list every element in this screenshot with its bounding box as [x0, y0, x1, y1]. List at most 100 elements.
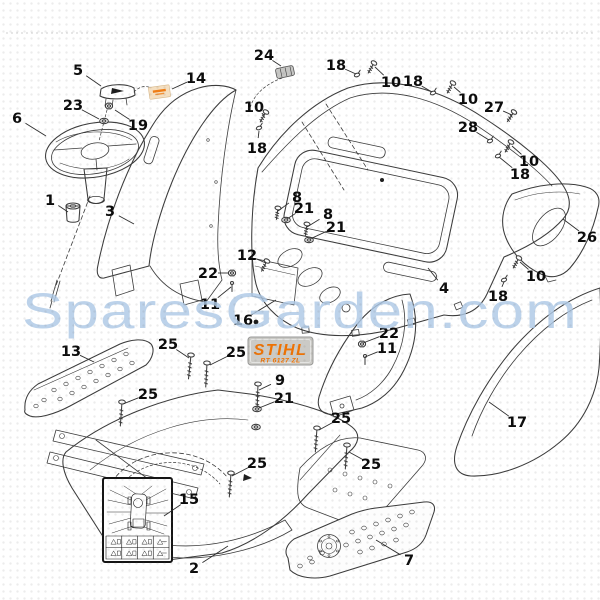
leader-line	[498, 156, 513, 169]
leader-line	[58, 205, 69, 213]
leader-line	[261, 112, 265, 116]
leader-line	[421, 85, 433, 93]
part-number-27: 27	[484, 100, 504, 116]
footplate-right-part	[285, 501, 435, 579]
part-number-18: 18	[488, 289, 508, 305]
leader-line	[318, 422, 333, 431]
part-number-18: 18	[247, 141, 267, 157]
badge-brand-text: STIHL	[254, 342, 308, 359]
leader-line	[344, 68, 357, 75]
part-number-10: 10	[519, 154, 539, 170]
part-number-18: 18	[403, 74, 423, 90]
leader-line	[25, 122, 47, 137]
part-number-21: 21	[294, 201, 314, 217]
part-number-25: 25	[247, 456, 267, 472]
part-number-10: 10	[381, 75, 401, 91]
part-number-25: 25	[361, 457, 381, 473]
part-number-24: 24	[254, 48, 274, 64]
leader-line	[256, 258, 267, 264]
leader-line	[309, 230, 328, 240]
leader-line	[511, 145, 522, 155]
leader-line	[277, 202, 290, 212]
part-number-17: 17	[507, 415, 527, 431]
leader-line	[79, 354, 95, 363]
part-number-28: 28	[458, 120, 478, 136]
stihl-badge: STIHL RT 6127 ZL	[247, 336, 314, 366]
part-number-18: 18	[326, 58, 346, 74]
component-24-part	[249, 65, 295, 109]
leader-line	[453, 86, 461, 93]
leader-line	[122, 397, 139, 405]
side-cover-part	[502, 183, 600, 283]
part-number-16: 16	[233, 313, 253, 329]
leader-line	[85, 75, 102, 87]
leader-line	[258, 383, 272, 391]
leader-line	[375, 539, 401, 556]
leader-line	[251, 299, 277, 316]
leader-line	[176, 349, 190, 359]
part-number-2: 2	[189, 561, 199, 577]
warning-label-part	[102, 477, 173, 563]
leader-line	[562, 218, 580, 232]
leader-line	[286, 213, 296, 220]
badge-model-text: RT 6127 ZL	[260, 358, 300, 365]
part-number-21: 21	[274, 391, 294, 407]
part-number-13: 13	[61, 344, 81, 360]
part-number-22: 22	[198, 266, 218, 282]
leader-line	[362, 336, 380, 344]
part-number-21: 21	[326, 220, 346, 236]
part-number-19: 19	[128, 118, 148, 134]
part-number-26: 26	[577, 230, 597, 246]
footplate-left-part	[24, 339, 154, 418]
part-number-14: 14	[186, 71, 206, 87]
console-part	[96, 84, 237, 306]
leader-line	[502, 110, 513, 116]
mini-sticker-part	[148, 84, 171, 100]
part-number-3: 3	[105, 204, 115, 220]
part-number-10: 10	[458, 92, 478, 108]
part-number-8: 8	[292, 190, 302, 206]
leader-line	[257, 130, 260, 139]
part-number-25: 25	[331, 411, 351, 427]
body-panel-part	[251, 82, 570, 337]
part-number-11: 11	[200, 297, 220, 313]
part-number-8: 8	[323, 207, 333, 223]
watermark-text: SparesGarden.com	[22, 283, 578, 339]
part-number-11: 11	[377, 341, 397, 357]
part-number-18: 18	[510, 167, 530, 183]
part-number-22: 22	[379, 326, 399, 342]
leader-line	[217, 286, 232, 299]
steering-shaft-part	[49, 195, 91, 309]
callouts-group: 1234567889101010101011111213141516171818…	[12, 48, 597, 577]
leader-line	[306, 218, 320, 228]
leader-line	[202, 545, 229, 563]
part-number-5: 5	[73, 63, 83, 79]
leader-line	[364, 351, 378, 358]
leader-line	[488, 401, 510, 417]
leader-line	[81, 109, 100, 120]
part-number-25: 25	[138, 387, 158, 403]
part-number-10: 10	[526, 269, 546, 285]
part-number-12: 12	[237, 248, 257, 264]
leader-line	[519, 261, 529, 270]
part-number-25: 25	[226, 345, 246, 361]
part-number-1: 1	[45, 193, 55, 209]
part-number-4: 4	[439, 281, 449, 297]
leader-line	[114, 109, 130, 120]
frame-rails-part	[46, 429, 205, 500]
part-number-25: 25	[158, 337, 178, 353]
part-number-9: 9	[275, 373, 285, 389]
leader-line	[476, 131, 490, 141]
leader-line	[171, 81, 188, 90]
part-number-6: 6	[12, 111, 22, 127]
part-number-15: 15	[179, 492, 199, 508]
leader-line	[348, 451, 363, 460]
part-number-23: 23	[63, 98, 83, 114]
leader-line	[258, 401, 275, 409]
leader-line	[272, 60, 282, 67]
part-number-10: 10	[244, 100, 264, 116]
part-number-7: 7	[404, 553, 414, 569]
leader-line	[231, 467, 249, 477]
